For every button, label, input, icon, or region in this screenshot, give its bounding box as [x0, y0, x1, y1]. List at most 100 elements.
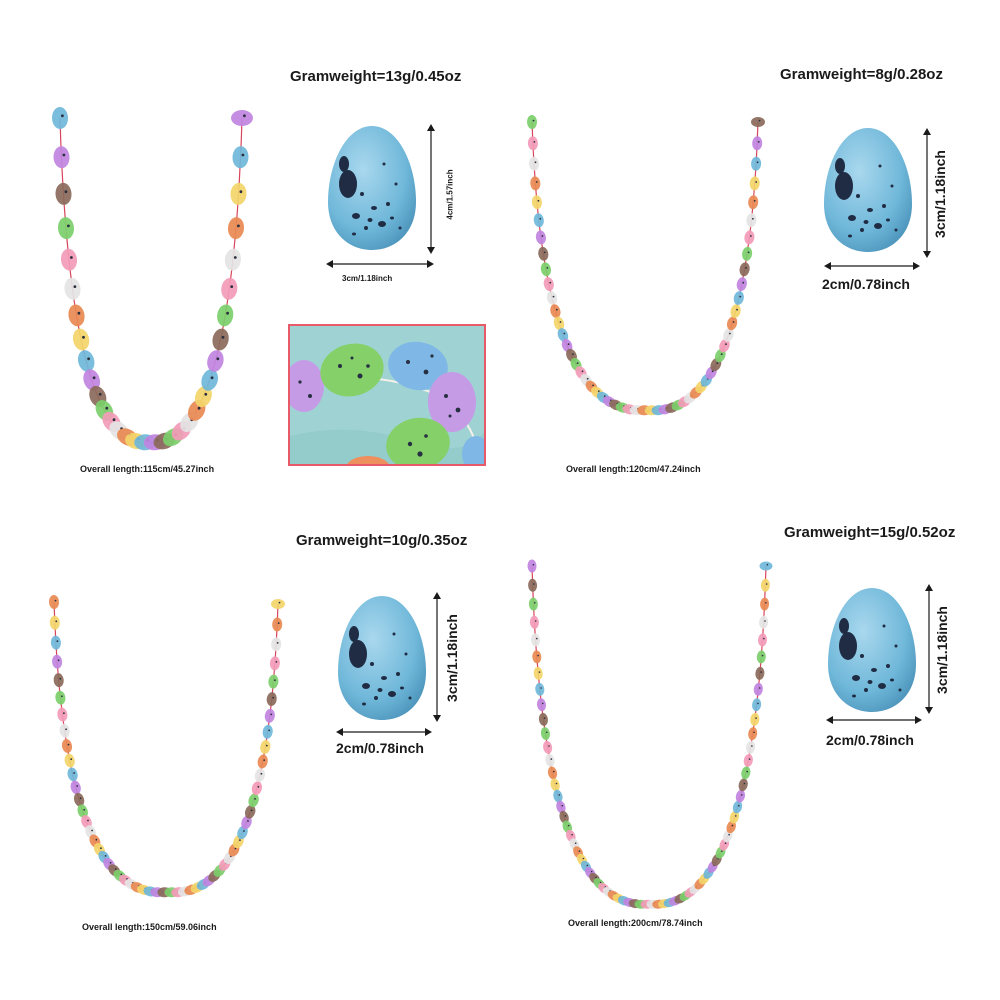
- garland-bead-speckle: [556, 308, 558, 311]
- garland-bead-speckle: [586, 377, 589, 380]
- egg-speckle: [339, 170, 357, 198]
- egg-speckle: [871, 668, 877, 672]
- garland-bead-speckle: [64, 190, 68, 194]
- garland-bead-speckle: [729, 332, 731, 335]
- egg-speckle: [890, 678, 894, 682]
- garland-egg-bead: [547, 766, 558, 780]
- garland-bead-speckle: [576, 362, 579, 364]
- garland-egg-bead: [538, 246, 549, 261]
- egg-height-label: 4cm/1.57inch: [445, 169, 455, 220]
- garland-egg-bead: [759, 615, 769, 629]
- garland-bead-speckle: [210, 376, 214, 380]
- egg-speckle: [364, 226, 368, 230]
- blue-egg-icon: [338, 596, 426, 720]
- garland-bead-speckle: [761, 654, 764, 657]
- garland-bead-speckle: [73, 772, 75, 774]
- garland-egg-bead: [550, 778, 560, 792]
- product-panel-115cm: Gramweight=13g/0.45oz 4cm/1.57inch 3cm/1…: [0, 0, 500, 500]
- garland-egg-bead: [736, 277, 747, 292]
- width-arrow-icon: [824, 262, 920, 270]
- garland-egg-bead: [77, 804, 88, 819]
- garland-bead-speckle: [563, 332, 566, 335]
- garland-bead-speckle: [592, 384, 594, 387]
- garland-bead-speckle: [603, 395, 606, 397]
- garland-bead-speckle: [721, 850, 723, 852]
- garland-thread: [53, 601, 279, 893]
- garland-bead-speckle: [87, 357, 90, 361]
- garland-egg-bead: [57, 217, 75, 240]
- overall-length-label: Overall length:150cm/59.06inch: [82, 922, 217, 932]
- garland-bead-speckle: [586, 864, 589, 867]
- garland-egg-bead: [751, 156, 762, 171]
- garland-bead-speckle: [756, 161, 759, 164]
- garland-egg-bead: [756, 650, 766, 664]
- garland-bead-speckle: [564, 815, 567, 817]
- garland-bead-speckle: [746, 770, 748, 773]
- egg-speckle: [352, 213, 360, 219]
- garland-egg-bead: [231, 110, 253, 126]
- egg-speckle: [874, 223, 882, 229]
- garland-bead-speckle: [79, 797, 82, 800]
- garland-egg-bead: [752, 136, 763, 151]
- product-panel-150cm: Gramweight=10g/0.35oz 3cm/1.18inch 2cm/0…: [0, 500, 500, 1000]
- egg-speckle: [390, 216, 394, 220]
- egg-speckle: [367, 218, 373, 222]
- garland-egg-bead: [61, 739, 73, 753]
- egg-speckle: [396, 672, 400, 676]
- garland-bead-speckle: [54, 599, 57, 602]
- garland-egg-bead: [227, 217, 245, 240]
- garland-bead-speckle: [276, 642, 279, 644]
- egg-speckle: [852, 675, 860, 681]
- garland-bead-speckle: [239, 839, 241, 841]
- egg-shell: [828, 588, 916, 712]
- garland-egg-bead: [230, 182, 247, 205]
- garland-bead-speckle: [582, 857, 585, 860]
- garland-egg-bead: [49, 615, 60, 630]
- garland-bead-speckle: [739, 295, 742, 298]
- garland-egg-bead: [530, 176, 541, 191]
- height-arrow-icon: [923, 128, 931, 258]
- garland-egg-bead: [260, 740, 271, 754]
- garland-egg-bead: [531, 195, 542, 210]
- blue-egg-icon: [328, 126, 416, 250]
- garland-bead-speckle: [741, 794, 743, 796]
- garland-bead-speckle: [534, 602, 536, 604]
- garland-bead-speckle: [56, 640, 59, 643]
- garland-egg-bead: [533, 666, 543, 680]
- garland-bead-speckle: [760, 671, 762, 673]
- garland-bead-speckle: [105, 406, 109, 410]
- garland-egg-bead: [553, 789, 563, 803]
- garland-bead-speckle: [537, 199, 540, 202]
- garland-egg-bead: [73, 792, 85, 807]
- garland-egg-bead: [527, 136, 538, 151]
- garland-egg-bead: [735, 789, 746, 803]
- garland-bead-speckle: [535, 181, 538, 183]
- garland-thread: [59, 117, 243, 443]
- garland-egg-bead: [533, 213, 544, 228]
- garland-egg-bead: [535, 230, 546, 245]
- garland-bead-speckle: [736, 308, 738, 311]
- garland-egg-bead: [723, 328, 734, 342]
- garland-egg-bead: [557, 328, 569, 342]
- garland-egg-bead: [752, 698, 762, 712]
- garland-egg-bead: [753, 682, 763, 696]
- garland-bead-speckle: [263, 759, 266, 761]
- garland-bead-speckle: [765, 602, 767, 604]
- garland-bead-speckle: [753, 731, 755, 734]
- width-arrow-icon: [326, 260, 434, 268]
- garland-bead-speckle: [561, 804, 564, 807]
- egg-speckle: [839, 632, 857, 660]
- egg-speckle: [382, 162, 386, 166]
- garland-bead-speckle: [758, 687, 761, 689]
- garland-egg-bead: [269, 656, 280, 671]
- egg-speckle: [886, 218, 890, 222]
- egg-speckle: [864, 688, 868, 692]
- egg-speckle: [852, 694, 856, 698]
- garland-bead-speckle: [67, 743, 70, 746]
- garland-egg-bead: [755, 666, 765, 680]
- egg-speckle: [362, 702, 366, 706]
- garland-bead-speckle: [112, 418, 116, 422]
- garland-egg-bead: [262, 724, 273, 739]
- garland-egg-bead: [760, 578, 770, 592]
- garland-egg-bead: [257, 754, 268, 769]
